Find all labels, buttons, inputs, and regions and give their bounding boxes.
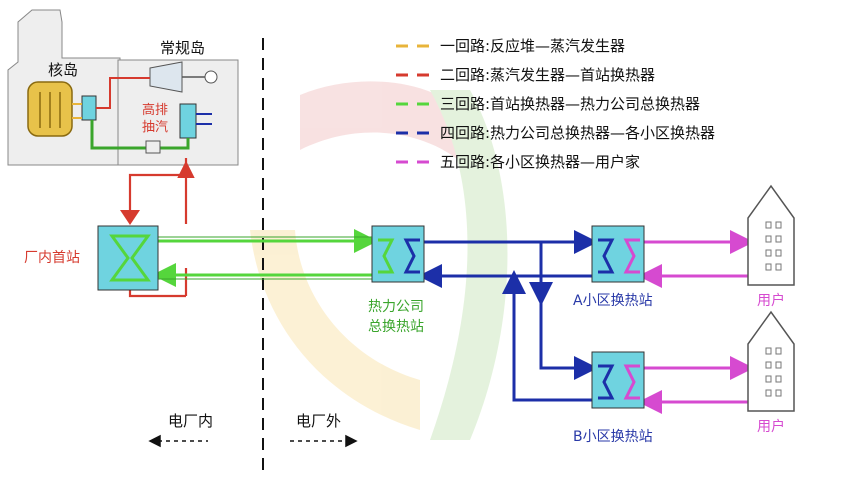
label-outside-plant: 电厂外 (296, 412, 341, 430)
blue-loop (418, 230, 598, 402)
label-user-a: 用户 (757, 292, 785, 309)
legend-item: 二回路:蒸汽发生器—首站换热器 (396, 66, 655, 84)
red-loop (120, 158, 186, 298)
label-conventional-island: 常规岛 (160, 39, 205, 57)
label-heat-company-2: 总换热站 (368, 318, 424, 335)
legend-text: 一回路:反应堆—蒸汽发生器 (440, 37, 625, 55)
legend-item: 五回路:各小区换热器—用户家 (396, 153, 640, 171)
label-high-exhaust-2: 抽汽 (142, 120, 168, 135)
turbine (149, 61, 183, 93)
magenta-loop (638, 230, 754, 414)
label-user-b: 用户 (757, 418, 785, 435)
first-station-exchanger (97, 225, 159, 291)
label-inside-plant: 电厂内 (168, 412, 213, 430)
legend-item: 四回路:热力公司总换热器—各小区换热器 (396, 124, 715, 142)
user-building-a (747, 184, 795, 286)
green-loop (152, 229, 378, 287)
label-nuclear-island: 核岛 (48, 61, 78, 79)
label-high-exhaust-1: 高排 (142, 102, 168, 118)
conventional-island-building (90, 59, 239, 166)
legend-text: 三回路:首站换热器—热力公司总换热器 (440, 95, 700, 113)
label-heat-company-1: 热力公司 (368, 299, 424, 315)
legend-item: 一回路:反应堆—蒸汽发生器 (396, 37, 625, 55)
station-b-exchanger (591, 351, 645, 409)
generator (204, 70, 218, 84)
station-a-exchanger (591, 225, 645, 283)
legend-item: 三回路:首站换热器—热力公司总换热器 (396, 95, 700, 113)
legend: 一回路:反应堆—蒸汽发生器二回路:蒸汽发生器—首站换热器三回路:首站换热器—热力… (396, 37, 715, 171)
label-station-b: B小区换热站 (573, 428, 653, 445)
user-building-b (747, 310, 795, 412)
legend-text: 五回路:各小区换热器—用户家 (440, 153, 640, 171)
nuclear-island-building (7, 9, 121, 166)
condenser (179, 103, 197, 139)
steam-generator (81, 95, 97, 121)
heat-company-exchanger (371, 225, 425, 283)
label-plant-first-station: 厂内首站 (24, 250, 80, 266)
legend-text: 四回路:热力公司总换热器—各小区换热器 (440, 124, 715, 142)
direction-arrows (148, 434, 358, 448)
label-station-a: A小区换热站 (573, 292, 653, 309)
legend-text: 二回路:蒸汽发生器—首站换热器 (440, 66, 655, 84)
